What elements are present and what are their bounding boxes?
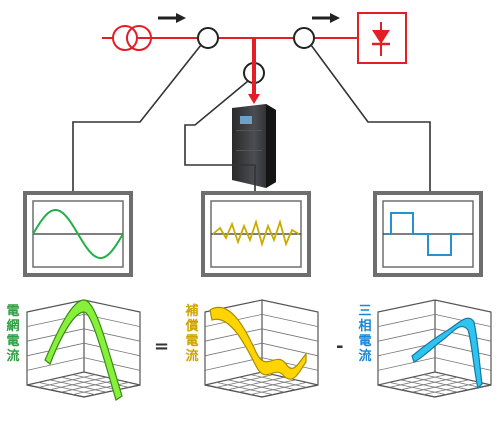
compensation-waveform-monitor — [201, 191, 311, 277]
compensation-current-label: 補 償 電 流 — [185, 304, 199, 364]
grid-line — [423, 382, 480, 395]
grid-line — [216, 374, 274, 388]
grid-line — [434, 342, 492, 357]
grid-line — [227, 376, 285, 391]
grid-spectrum-box — [26, 299, 141, 401]
grid-line — [434, 357, 492, 371]
power-flow-arrow-icon — [312, 13, 340, 23]
grid-line — [412, 376, 469, 391]
active-filter-cabinet-icon — [232, 104, 276, 188]
minus-operator: - — [336, 336, 344, 357]
three-phase-current-ribbon — [411, 317, 483, 390]
grid-line — [26, 328, 85, 342]
grid-line — [83, 328, 141, 342]
load-waveform-monitor — [373, 191, 483, 277]
grid-line — [389, 382, 447, 395]
ct-sensor-icon — [293, 27, 315, 49]
grid-line — [227, 379, 285, 393]
grid-line — [239, 376, 296, 391]
power-flow-arrow-icon — [158, 13, 186, 23]
grid-line — [377, 328, 436, 342]
grid-line — [400, 379, 458, 393]
grid-line — [250, 374, 307, 388]
grid-line — [26, 357, 85, 371]
grid-line — [204, 328, 263, 342]
grid-line — [261, 342, 319, 357]
grid-line — [72, 374, 129, 388]
grid-line — [38, 382, 96, 395]
grid-sine-wave — [32, 209, 124, 259]
grid-line — [49, 376, 107, 391]
grid-line — [239, 379, 296, 393]
grid-line — [423, 374, 480, 388]
grid-line — [250, 382, 307, 395]
grid-line — [377, 357, 436, 371]
grid-line — [216, 382, 274, 395]
load-square-wave — [385, 212, 459, 256]
equals-operator: = — [154, 336, 170, 357]
grid-line — [261, 314, 319, 327]
grid-line — [412, 379, 469, 393]
signal-wires — [72, 44, 431, 193]
compensation-zigzag-wave — [212, 218, 300, 248]
grid-line — [72, 382, 129, 395]
three-phase-current-label: 三 相 電 流 — [358, 304, 372, 364]
grid-line — [389, 374, 447, 388]
grid-current-label: 電 網 電 流 — [6, 304, 20, 364]
grid-line — [400, 376, 458, 391]
rectifier-load-icon — [357, 12, 407, 64]
three-phase-spectrum-box — [377, 299, 492, 398]
grid-line — [61, 376, 118, 391]
compensation-current-ribbon — [209, 307, 307, 380]
grid-waveform-monitor — [23, 191, 133, 277]
grid-line — [83, 342, 141, 357]
transformer-icon — [112, 25, 152, 51]
grid-line — [261, 328, 319, 342]
grid-line — [434, 328, 492, 342]
grid-line — [261, 357, 319, 371]
compensation-spectrum-box — [204, 299, 319, 398]
grid-line — [49, 379, 107, 393]
grid-current-ribbon — [44, 299, 123, 401]
grid-line — [61, 379, 118, 393]
injection-arrow-icon — [248, 38, 260, 104]
grid-line — [377, 314, 436, 327]
grid-line — [38, 374, 96, 388]
ct-sensor-icon — [197, 27, 219, 49]
